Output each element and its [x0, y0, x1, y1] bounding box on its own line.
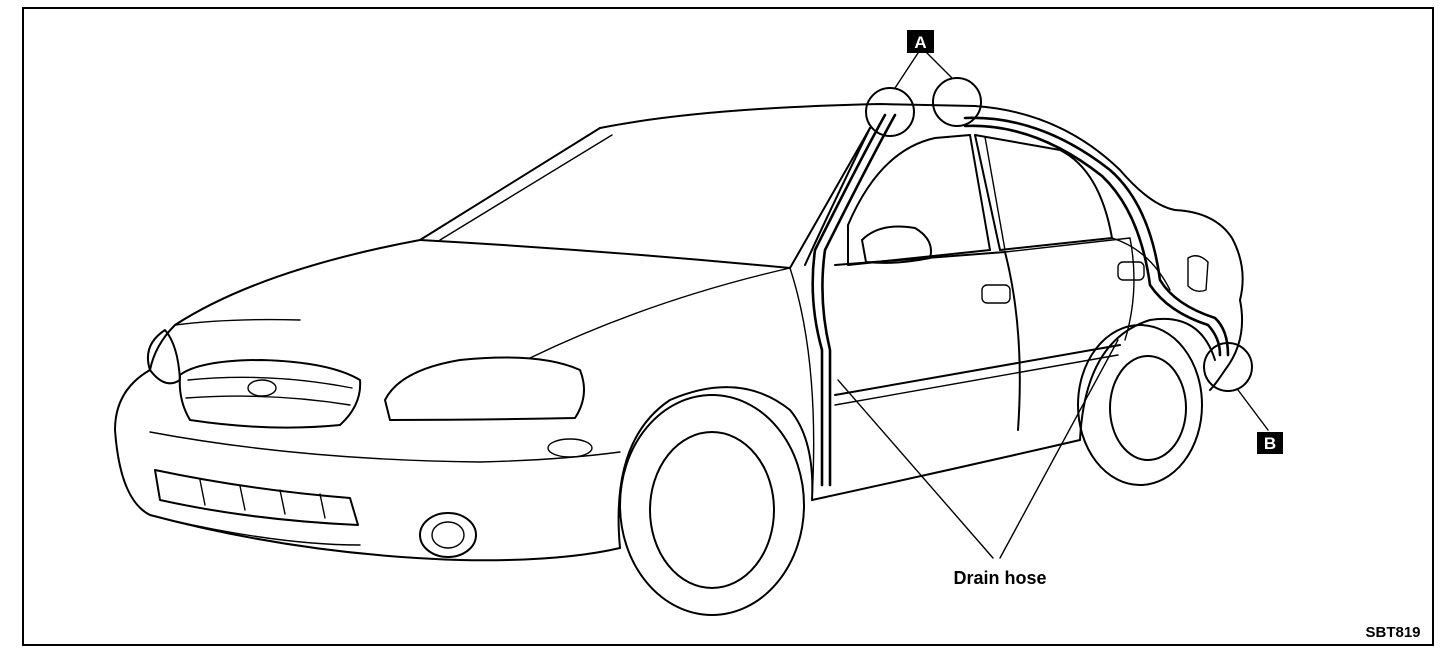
intake-slat-1: [199, 479, 206, 506]
rear-tire: [1077, 324, 1203, 486]
side-marker: [547, 438, 593, 458]
rear-door-window: [974, 134, 1113, 251]
fog-light-inner: [431, 521, 465, 549]
intake-slat-2: [239, 485, 246, 511]
fuel-door: [1187, 255, 1209, 293]
rocker-panel: [811, 439, 1081, 501]
drain-hoses: [811, 113, 1230, 487]
intake-slat-4: [319, 493, 326, 519]
right-headlight: [384, 356, 585, 421]
lower-intake: [154, 469, 359, 526]
fog-light: [419, 512, 477, 558]
intake-slat-3: [279, 489, 286, 515]
side-crease: [834, 344, 1121, 396]
leader-b: [1237, 389, 1269, 431]
front-wheel-arch: [617, 386, 814, 549]
rear-door-handle: [1117, 261, 1145, 281]
callout-a: A: [907, 30, 934, 53]
roof-line: [599, 103, 1244, 301]
hood-line-left: [174, 318, 301, 326]
front-tire: [619, 394, 805, 616]
front-bumper: [114, 369, 621, 562]
callout-b-text: B: [1264, 434, 1276, 453]
rear-door-edge: [1004, 237, 1135, 341]
grille-emblem: [247, 379, 277, 397]
windshield-outline: [419, 127, 871, 269]
b-pillar: [984, 136, 1006, 251]
detail-circle-a-front: [865, 87, 915, 137]
bumper-lip: [169, 519, 361, 546]
drain-hose-label: Drain hose: [953, 568, 1046, 588]
figure-code: SBT819: [1365, 624, 1420, 641]
leader-a-rear: [923, 49, 953, 79]
hood-crease: [529, 267, 791, 359]
front-door-window: [847, 134, 991, 266]
bumper-top-line: [149, 431, 621, 463]
rear-rim: [1109, 355, 1187, 461]
callout-b: B: [1257, 432, 1283, 454]
side-crease-lower: [834, 354, 1119, 406]
callout-a-text: A: [914, 33, 926, 52]
grille-bar-1: [187, 376, 353, 389]
detail-circle-a-rear: [932, 77, 982, 127]
front-door-edge: [834, 251, 1021, 431]
front-rim: [649, 431, 775, 589]
leader-drain-rear: [999, 339, 1119, 559]
front-drain-hose-outer: [821, 113, 897, 487]
hood-outline: [149, 239, 421, 371]
rear-wheel-arch: [1079, 317, 1216, 441]
front-fender-line: [789, 267, 815, 501]
rear-drain-hose-outer: [963, 116, 1230, 357]
front-door-handle: [981, 284, 1011, 304]
detail-circle-b: [1203, 342, 1253, 392]
leader-a-front: [894, 49, 921, 89]
vehicle-outline: [114, 103, 1244, 616]
rear-drain-hose-inner: [963, 124, 1222, 357]
side-mirror: [861, 225, 932, 264]
grille-outline: [178, 359, 362, 429]
left-headlight: [146, 329, 181, 385]
leader-drain-front: [837, 379, 994, 559]
grille-bar-2: [185, 395, 351, 406]
windshield-inner: [439, 134, 613, 241]
a-pillar: [804, 127, 871, 266]
front-drain-hose-inner: [811, 113, 887, 487]
